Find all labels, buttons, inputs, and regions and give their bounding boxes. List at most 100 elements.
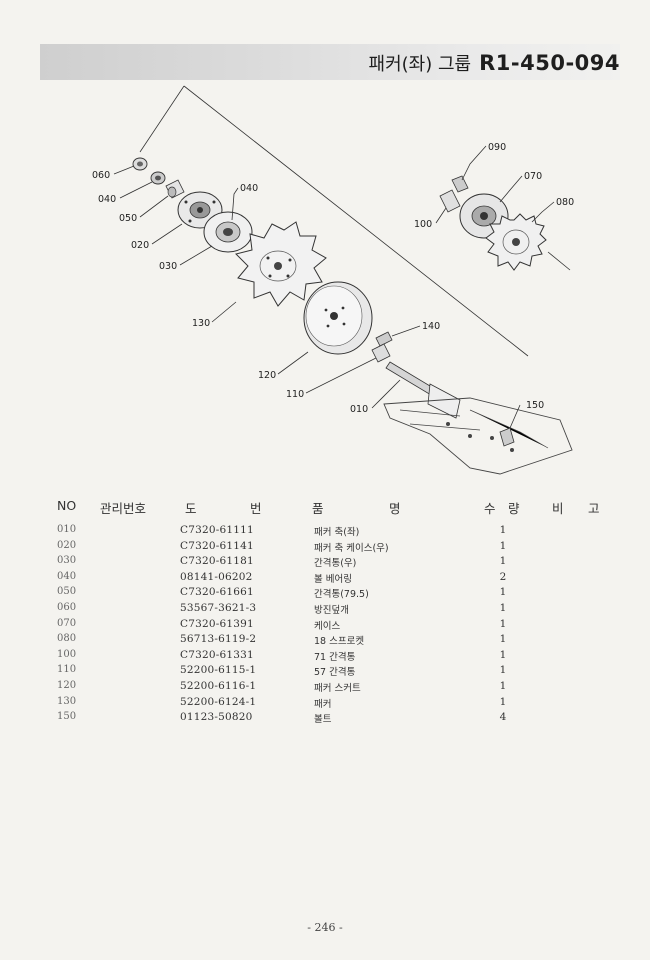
- row-part-name: 71 간격통: [314, 651, 356, 663]
- part-010-shaft: [385, 361, 461, 419]
- header-band: [40, 44, 620, 80]
- col-qty-2: 량: [508, 501, 520, 516]
- row-part-number: C7320-61661: [180, 586, 254, 599]
- row-part-name: 간격통(우): [314, 558, 357, 570]
- row-part-number: 08141-06202: [180, 570, 253, 583]
- row-no: 150: [57, 711, 77, 723]
- callout-030: 030: [159, 261, 177, 272]
- table-row: 030 C7320-61181 간격통(우) 1: [0, 555, 650, 571]
- row-part-number: 53567-3621-3: [180, 601, 257, 614]
- table-row: 060 53567-3621-3 방진덮개 1: [0, 602, 650, 618]
- callout-010: 010: [350, 404, 368, 415]
- row-qty: 1: [499, 601, 507, 614]
- row-part-number: 52200-6115-1: [180, 664, 257, 677]
- part-130-packer: [235, 221, 327, 307]
- row-qty: 4: [499, 711, 507, 724]
- row-part-name: 패커 축 케이스(우): [314, 542, 389, 554]
- part-040-bearing-small: [150, 171, 166, 185]
- col-name-2: 명: [389, 501, 401, 516]
- row-no: 080: [57, 633, 77, 645]
- part-150-bolt: [499, 427, 515, 447]
- parts-table-header: NO 관리번호 도 번 품 명 수 량 비 고: [0, 498, 650, 516]
- col-mgmt-number: 관리번호: [100, 501, 147, 516]
- row-part-name: 볼 베어링: [314, 573, 352, 585]
- subassembly-axis: [547, 251, 571, 271]
- callout-150: 150: [526, 400, 544, 411]
- row-part-name: 볼트: [314, 714, 332, 726]
- row-part-name: 57 간격통: [314, 667, 356, 679]
- row-qty: 1: [499, 695, 507, 708]
- callout-130: 130: [192, 318, 210, 329]
- table-row: 130 52200-6124-1 패커 1: [0, 696, 650, 712]
- callout-040-right: 040: [240, 183, 258, 194]
- part-090-bolt: [451, 175, 469, 193]
- part-120-packer-skirt: [303, 281, 373, 355]
- row-no: 020: [57, 539, 77, 551]
- row-part-number: C7320-61111: [180, 524, 254, 536]
- callout-070: 070: [524, 171, 542, 182]
- exploded-parts-diagram: 060 040 050 040 020 030 130 120 110 010 …: [92, 85, 574, 475]
- group-title: 패커(좌) 그룹: [368, 54, 472, 75]
- col-remark-2: 고: [588, 501, 600, 516]
- row-part-number: C7320-61181: [180, 555, 254, 568]
- part-080-sprocket: [485, 213, 547, 271]
- part-110-spacer: [371, 343, 391, 363]
- row-part-number: C7320-61141: [180, 539, 254, 552]
- col-no: NO: [57, 498, 77, 513]
- page-title: 패커(좌) 그룹 R1-450-094: [369, 50, 620, 76]
- row-qty: 1: [499, 617, 507, 630]
- row-no: 120: [57, 679, 77, 691]
- row-qty: 1: [499, 664, 507, 677]
- row-part-name: 간격통(79.5): [314, 589, 369, 601]
- row-no: 110: [57, 664, 77, 676]
- table-row: 110 52200-6115-1 57 간격통 1: [0, 664, 650, 680]
- row-part-number: 52200-6124-1: [180, 695, 257, 708]
- row-no: 070: [57, 617, 77, 629]
- col-qty-1: 수: [484, 501, 496, 516]
- row-part-number: C7320-61331: [180, 648, 254, 661]
- row-no: 100: [57, 648, 77, 660]
- row-part-number: 01123-50820: [180, 711, 253, 724]
- col-drawing-2: 번: [250, 501, 262, 516]
- row-no: 060: [57, 601, 77, 613]
- table-row: 120 52200-6116-1 패커 스커트 1: [0, 680, 650, 696]
- frame-line: [139, 85, 529, 357]
- table-row: 010 C7320-61111 패커 축(좌) 1: [0, 524, 650, 540]
- col-drawing-1: 도: [185, 501, 197, 516]
- row-part-number: C7320-61391: [180, 617, 254, 630]
- row-qty: 2: [499, 570, 507, 583]
- row-qty: 1: [499, 539, 507, 552]
- part-060-dust-cover: [132, 157, 148, 171]
- part-050-spacer: [165, 179, 185, 199]
- group-code: R1-450-094: [479, 51, 620, 75]
- callout-060: 060: [92, 170, 110, 181]
- part-140-bolt: [375, 331, 393, 347]
- row-qty: 1: [499, 524, 507, 536]
- callout-050: 050: [119, 213, 137, 224]
- row-qty: 1: [499, 648, 507, 661]
- callout-020: 020: [131, 240, 149, 251]
- table-row: 150 01123-50820 볼트 4: [0, 711, 650, 727]
- table-row: 070 C7320-61391 케이스 1: [0, 618, 650, 634]
- row-part-name: 18 스프로켓: [314, 636, 365, 648]
- row-part-number: 56713-6119-2: [180, 633, 257, 646]
- row-part-name: 패커 축(좌): [314, 527, 360, 538]
- row-part-name: 방진덮개: [314, 604, 349, 616]
- row-no: 040: [57, 570, 77, 582]
- row-part-name: 패커 스커트: [314, 682, 361, 694]
- parts-table-body: 010 C7320-61111 패커 축(좌) 1 020 C7320-6114…: [0, 524, 650, 727]
- table-row: 100 C7320-61331 71 간격통 1: [0, 649, 650, 665]
- row-part-name: 케이스: [314, 620, 341, 632]
- callout-090: 090: [488, 142, 506, 153]
- callout-040-left: 040: [98, 194, 116, 205]
- callout-080: 080: [556, 197, 574, 208]
- row-qty: 1: [499, 586, 507, 599]
- callout-120: 120: [258, 370, 276, 381]
- row-part-number: 52200-6116-1: [180, 679, 257, 692]
- row-no: 130: [57, 695, 77, 707]
- row-no: 030: [57, 555, 77, 567]
- col-remark-1: 비: [552, 501, 564, 516]
- table-row: 040 08141-06202 볼 베어링 2: [0, 571, 650, 587]
- row-qty: 1: [499, 555, 507, 568]
